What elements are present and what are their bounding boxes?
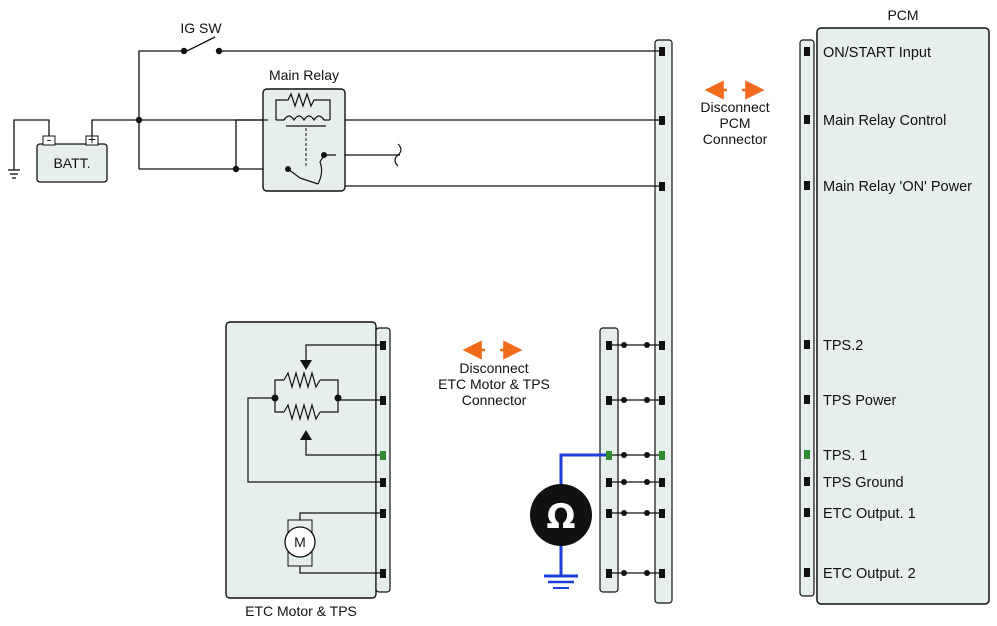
harness-pin — [659, 509, 665, 518]
pcm-pin — [804, 508, 810, 517]
etc-side-connector — [599, 327, 619, 593]
pcm-pin-label: ETC Output. 2 — [823, 566, 916, 582]
etc-side-pin-highlight — [606, 451, 612, 460]
bridge-wires — [612, 344, 659, 574]
battery-body — [36, 143, 108, 183]
disconnect-pcm-line3: Connector — [703, 131, 768, 147]
pcm-pin-label: TPS Ground — [823, 475, 904, 491]
disconnect-etc-line2: ETC Motor & TPS — [438, 376, 550, 392]
pcm-pin — [804, 115, 810, 124]
etc-side-pin — [606, 478, 612, 487]
battery-pos-sign: + — [88, 131, 96, 147]
main-relay: Main Relay — [235, 67, 346, 192]
harness-pin — [659, 569, 665, 578]
etc-box-label: ETC Motor & TPS — [245, 603, 357, 619]
relay-switch-arm — [287, 168, 319, 185]
pcm-box — [816, 27, 990, 605]
pcm-title: PCM — [887, 7, 918, 23]
etc-motor-tps: ETC Motor & TPS — [225, 321, 391, 619]
harness-pin — [659, 47, 665, 56]
pcm-pin-label: ON/START Input — [823, 45, 931, 61]
pcm-pin-label: Main Relay 'ON' Power — [823, 179, 972, 195]
harness-pin — [659, 182, 665, 191]
battery-pos-terminal — [85, 135, 99, 146]
pcm-pin — [804, 181, 810, 190]
harness-pin — [659, 341, 665, 350]
etc-side-pin — [606, 341, 612, 350]
pcm-pin-label: TPS.2 — [823, 338, 863, 354]
pcm-module: PCM — [799, 7, 990, 605]
etc-side-pin — [606, 509, 612, 518]
battery-label: BATT. — [53, 155, 90, 171]
disconnect-etc-line3: Connector — [462, 392, 527, 408]
disconnect-pcm-line2: PCM — [719, 115, 750, 131]
motor-label: M — [294, 534, 306, 550]
pcm-pin-label: ETC Output. 1 — [823, 506, 916, 522]
wire-break-symbol — [394, 143, 402, 167]
main-relay-box — [262, 88, 346, 192]
bridge-junctions — [621, 342, 650, 576]
harness-pin — [659, 396, 665, 405]
harness-connector — [654, 39, 673, 604]
harness-pin — [659, 478, 665, 487]
pcm-pin — [804, 450, 810, 459]
pcm-pin — [804, 568, 810, 577]
pcm-pin — [804, 47, 810, 56]
disconnect-pcm-line1: Disconnect — [700, 99, 769, 115]
relay-resistor — [275, 92, 331, 120]
pcm-pin-label: Main Relay Control — [823, 113, 946, 129]
ohmmeter-icon — [530, 484, 592, 546]
harness-pin-highlight — [659, 451, 665, 460]
disconnect-etc-line1: Disconnect — [459, 360, 528, 376]
pcm-pin-label: TPS Power — [823, 393, 896, 409]
etc-side-pin — [606, 569, 612, 578]
battery: - + BATT. — [36, 131, 108, 183]
ohm-symbol: Ω — [547, 497, 576, 537]
probe-wire — [559, 453, 606, 485]
battery-neg-sign: - — [47, 131, 52, 147]
harness-connector-strip[interactable] — [654, 39, 673, 604]
etc-pin-highlight — [380, 451, 386, 460]
pcm-connector[interactable] — [799, 39, 815, 597]
main-relay-label: Main Relay — [269, 67, 339, 83]
harness-pin — [659, 116, 665, 125]
ohmmeter: Ω — [530, 453, 606, 589]
battery-neg-terminal — [42, 135, 56, 146]
etc-side-pin — [606, 396, 612, 405]
relay-contact — [317, 154, 336, 185]
motor-symbol — [284, 526, 316, 558]
pcm-pin-label: TPS. 1 — [823, 448, 867, 464]
pcm-pin — [804, 395, 810, 404]
pcm-pin — [804, 340, 810, 349]
pcm-pin — [804, 477, 810, 486]
relay-coil — [276, 115, 330, 122]
ig-switch-label: IG SW — [180, 20, 222, 36]
